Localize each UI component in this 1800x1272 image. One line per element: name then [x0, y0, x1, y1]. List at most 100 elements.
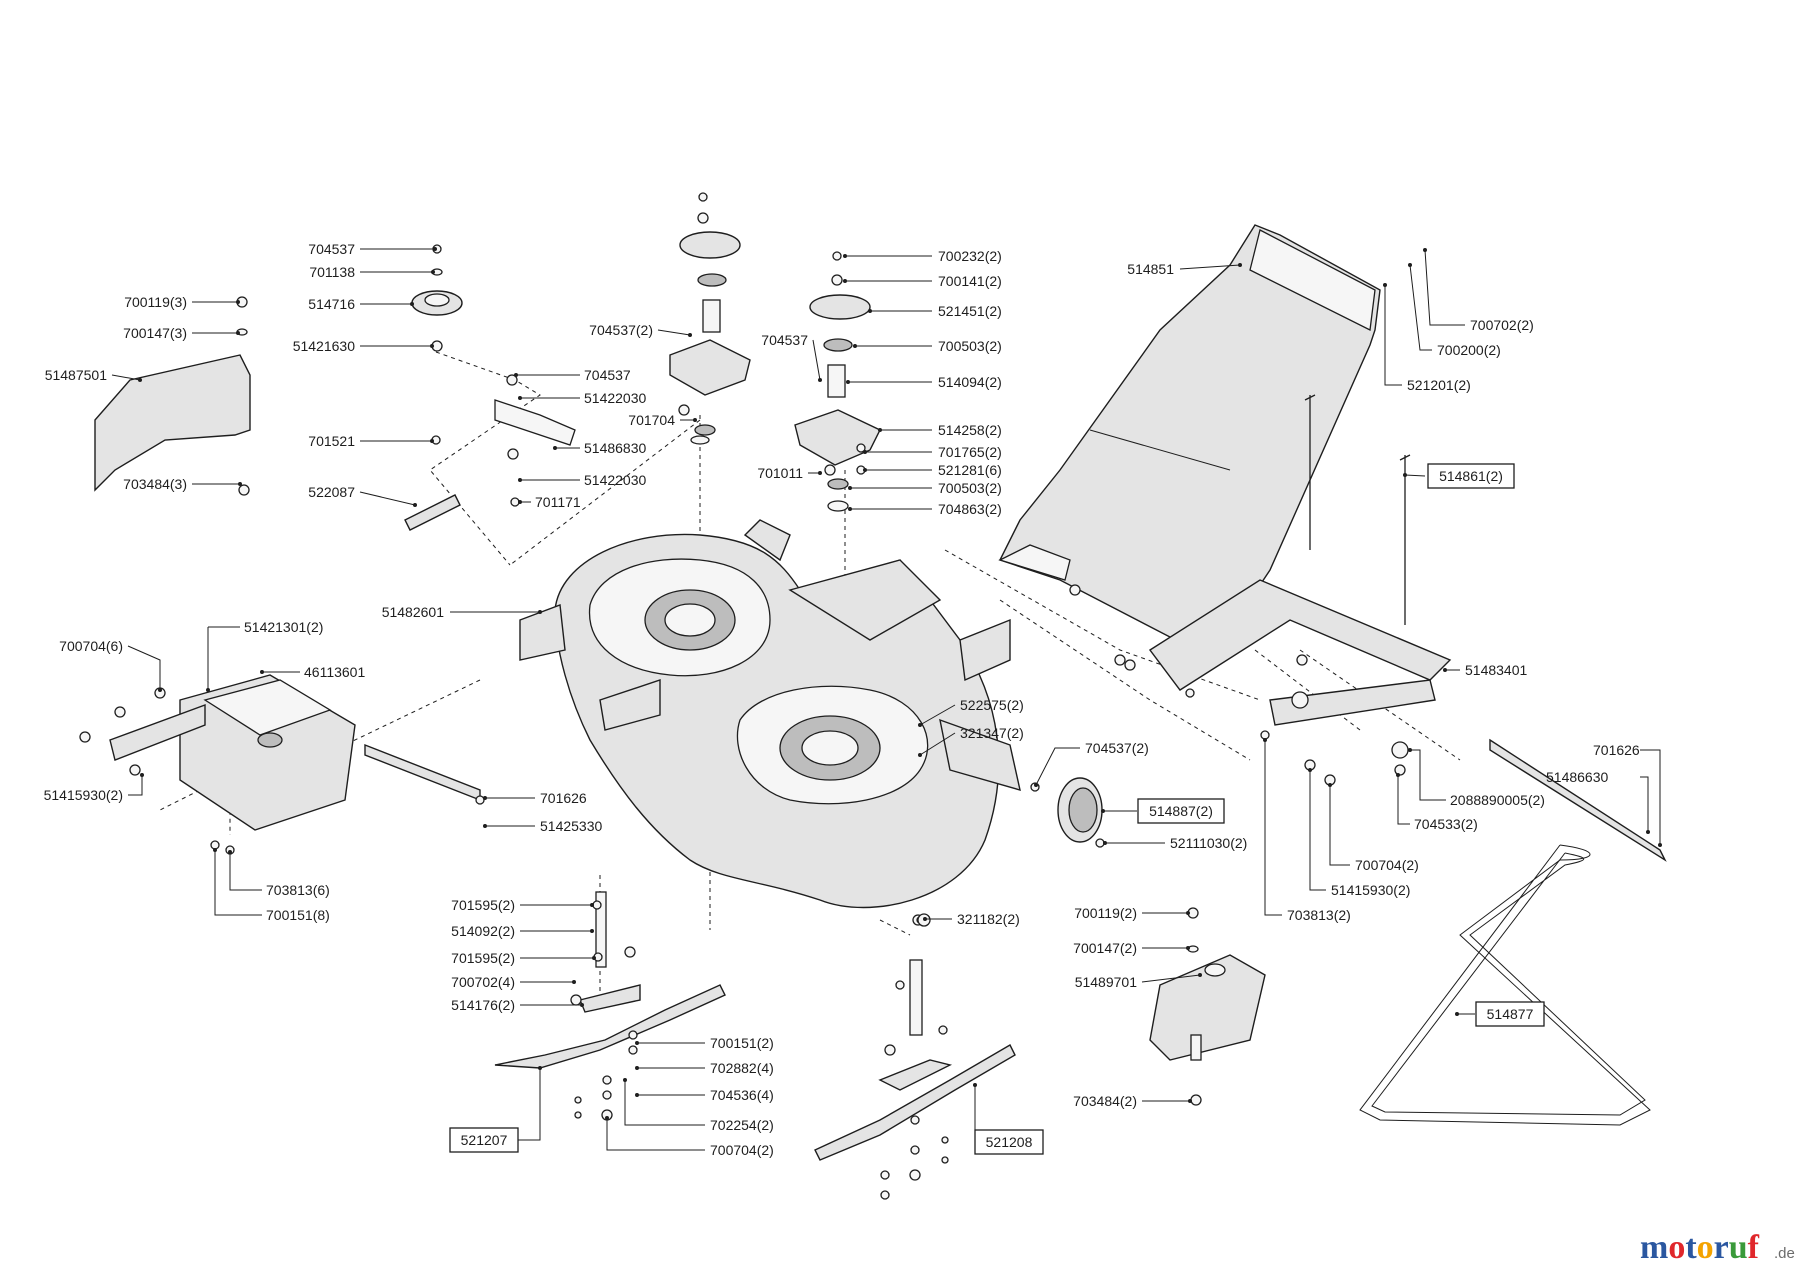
- part-number-label: 514877: [1487, 1006, 1534, 1022]
- part-number-label: 514094(2): [938, 374, 1002, 390]
- part-number-label: 51487501: [45, 367, 108, 383]
- part-number-label: 514887(2): [1149, 803, 1213, 819]
- brand-logo: motoruf: [1640, 1229, 1760, 1266]
- callout-700147-2: 700147(2): [1073, 940, 1190, 956]
- part-number-label: 51483401: [1465, 662, 1528, 678]
- part-number-label: 701595(2): [451, 897, 515, 913]
- part-number-label: 51421301(2): [244, 619, 323, 635]
- callout-700151-2: 700151(2): [635, 1035, 774, 1051]
- callout-514176-2: 514176(2): [451, 997, 584, 1013]
- callout-51415930-2-b: 51415930(2): [1308, 768, 1410, 898]
- callout-51425330: 51425330: [483, 818, 603, 834]
- part-number-label: 51486630: [1546, 769, 1609, 785]
- callout-701595-2-a: 701595(2): [451, 897, 594, 913]
- part-number-label: 51421630: [293, 338, 356, 354]
- part-number-label: 521201(2): [1407, 377, 1471, 393]
- callout-703813-2: 703813(2): [1263, 738, 1351, 923]
- part-number-label: 700119(3): [124, 294, 187, 310]
- callout-704533-2: 704533(2): [1396, 773, 1478, 832]
- part-number-label: 703813(2): [1287, 907, 1351, 923]
- callout-700141-2: 700141(2): [843, 273, 1002, 289]
- part-number-label: 521207: [461, 1132, 508, 1148]
- callout-700119-2: 700119(2): [1074, 905, 1190, 921]
- part-number-label: 2088890005(2): [1450, 792, 1545, 808]
- callout-704537-2-a: 704537(2): [589, 322, 692, 338]
- callout-704537-a: 704537: [308, 241, 437, 257]
- part-number-label: 700200(2): [1437, 342, 1501, 358]
- part-number-label: 701626: [1593, 742, 1640, 758]
- part-number-label: 701521: [308, 433, 355, 449]
- part-number-label: 701595(2): [451, 950, 515, 966]
- blade-assembly-right: [814, 914, 1016, 1200]
- part-number-label: 52111030(2): [1170, 835, 1247, 851]
- callout-321182-2: 321182(2): [923, 911, 1020, 927]
- part-number-label: 701011: [757, 465, 803, 481]
- callout-514851: 514851: [1127, 261, 1242, 277]
- callout-51487501: 51487501: [45, 367, 142, 383]
- part-number-label: 703484(2): [1073, 1093, 1137, 1109]
- part-number-label: 522087: [308, 484, 355, 500]
- part-number-label: 700702(4): [451, 974, 515, 990]
- part-number-label: 704537(2): [1085, 740, 1149, 756]
- callout-514877: 514877: [1455, 1001, 1545, 1027]
- callout-521201-2: 521201(2): [1383, 283, 1471, 393]
- gauge-wheel: [1030, 777, 1105, 848]
- part-number-label: 51489701: [1075, 974, 1138, 990]
- callout-514861-2: 514861(2): [1403, 463, 1515, 489]
- callout-46113601: 46113601: [260, 664, 365, 680]
- part-number-label: 701171: [535, 494, 581, 510]
- callout-51486830: 51486830: [553, 440, 647, 456]
- part-number-label: 700503(2): [938, 338, 1002, 354]
- callout-521281-6: 521281(6): [863, 462, 1002, 478]
- callout-700200-2: 700200(2): [1408, 263, 1501, 358]
- callout-51486630: 51486630: [1546, 769, 1650, 834]
- callout-700119-3: 700119(3): [124, 294, 240, 310]
- callout-704537-2-b: 704537(2): [1034, 740, 1149, 787]
- callout-700704-6: 700704(6): [59, 638, 162, 692]
- part-number-label: 321347(2): [960, 725, 1024, 741]
- part-number-label: 702254(2): [710, 1117, 774, 1133]
- part-number-label: 700704(2): [1355, 857, 1419, 873]
- callout-52111030-2: 52111030(2): [1103, 835, 1247, 851]
- brand-letter: o: [1668, 1229, 1685, 1266]
- callout-703813-6: 703813(6): [228, 850, 330, 898]
- part-number-label: 700151(2): [710, 1035, 774, 1051]
- callout-51483401: 51483401: [1443, 662, 1528, 678]
- callout-700147-3: 700147(3): [123, 325, 240, 341]
- part-number-label: 701765(2): [938, 444, 1002, 460]
- part-number-label: 704537(2): [589, 322, 653, 338]
- part-number-label: 521451(2): [938, 303, 1002, 319]
- callout-51422030-a: 51422030: [518, 390, 647, 406]
- callout-514887-2: 514887(2): [1101, 798, 1225, 824]
- callout-51421630: 51421630: [293, 338, 434, 354]
- part-number-label: 701704: [628, 412, 675, 428]
- callout-521451-2: 521451(2): [868, 303, 1002, 319]
- blade-assembly-left: [494, 891, 726, 1121]
- callout-521207: 521207: [449, 1066, 542, 1153]
- part-number-label: 700503(2): [938, 480, 1002, 496]
- part-number-label: 704537: [584, 367, 631, 383]
- part-number-label: 704537: [761, 332, 808, 348]
- part-number-label: 51425330: [540, 818, 603, 834]
- part-number-label: 703813(6): [266, 882, 330, 898]
- callout-703484-3: 703484(3): [123, 476, 242, 492]
- part-number-label: 521281(6): [938, 462, 1002, 478]
- spindle-stack-left: [669, 192, 751, 445]
- callout-701171: 701171: [518, 494, 581, 510]
- callout-702254-2: 702254(2): [623, 1078, 774, 1133]
- part-number-label: 704863(2): [938, 501, 1002, 517]
- part-number-label: 700704(6): [59, 638, 123, 654]
- callout-700704-2-b: 700704(2): [605, 1116, 774, 1158]
- part-number-label: 514851: [1127, 261, 1174, 277]
- part-number-label: 701138: [309, 264, 355, 280]
- callout-51415930-2-a: 51415930(2): [44, 773, 144, 803]
- brand-letter: m: [1640, 1229, 1668, 1266]
- brand-letter: o: [1697, 1229, 1714, 1266]
- part-number-label: 522575(2): [960, 697, 1024, 713]
- brand-watermark: motoruf .de: [1640, 1229, 1795, 1266]
- brand-letter: r: [1714, 1229, 1729, 1266]
- callout-522575-2: 522575(2): [918, 697, 1024, 727]
- callout-321347-2: 321347(2): [918, 725, 1024, 757]
- part-number-label: 704537: [308, 241, 355, 257]
- callout-51489701: 51489701: [1075, 973, 1202, 990]
